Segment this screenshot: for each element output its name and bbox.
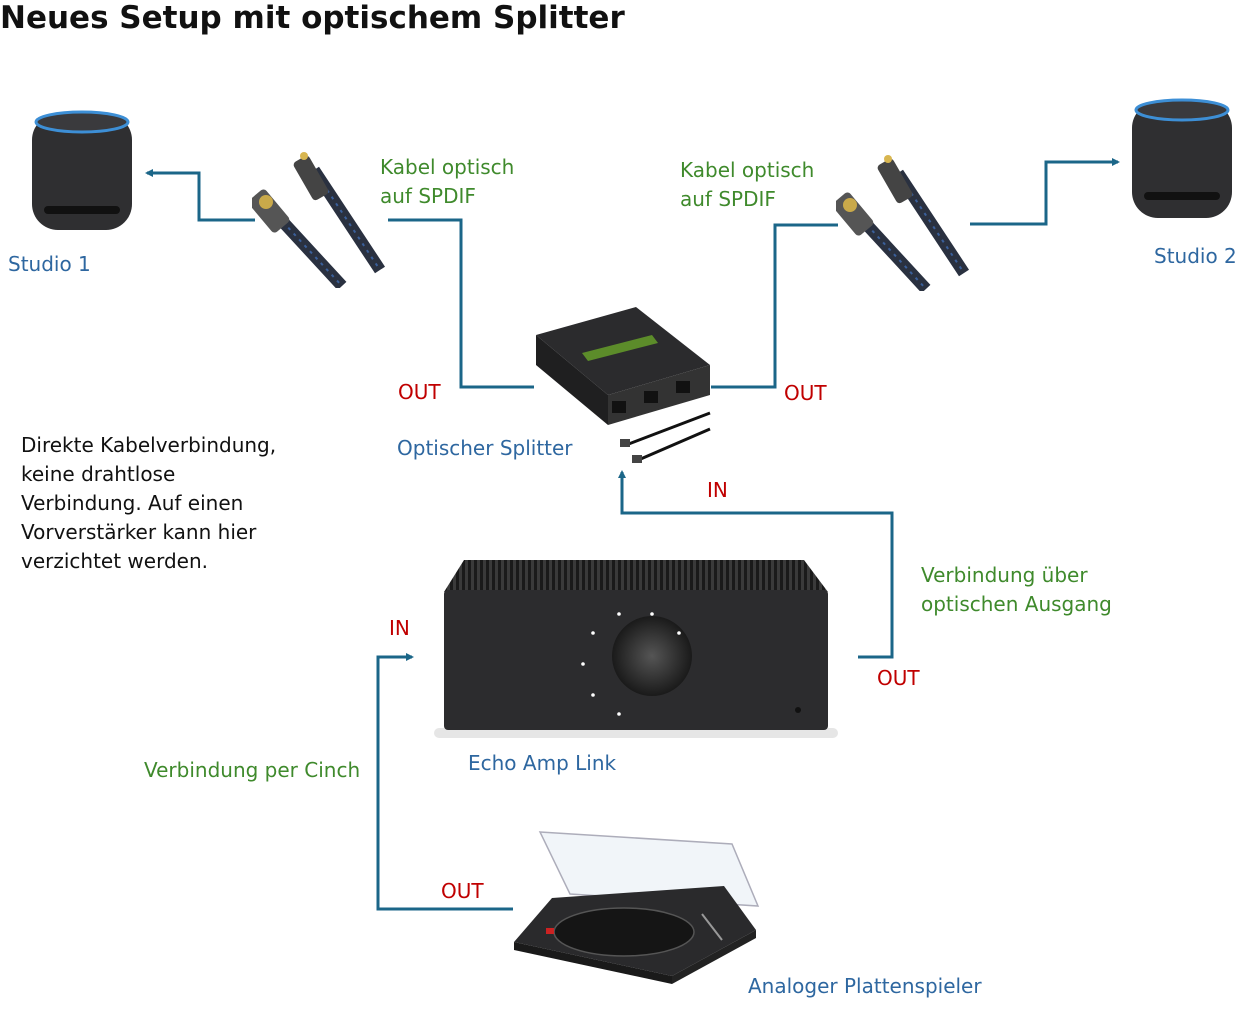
note-line: Vorverstärker kann hier <box>21 520 257 544</box>
line-turntable-to-amp <box>376 653 513 911</box>
optical-out-label: Verbindung über optischen Ausgang <box>921 561 1112 619</box>
line-splitter-to-right-cable <box>711 223 838 389</box>
line-splitter-to-left-cable <box>388 218 534 389</box>
splitter-label: Optischer Splitter <box>397 436 573 460</box>
label-line: auf SPDIF <box>380 184 476 208</box>
splitter-in-label: IN <box>707 478 728 502</box>
optical-splitter-icon <box>536 307 711 463</box>
page-title: Neues Setup mit optischem Splitter <box>0 0 625 36</box>
optical-cable-icon <box>836 155 970 291</box>
studio1-label: Studio 1 <box>8 252 91 276</box>
right-cable-label: Kabel optisch auf SPDIF <box>680 156 814 214</box>
splitter-out-left-label: OUT <box>398 380 441 404</box>
cinch-label: Verbindung per Cinch <box>144 758 361 782</box>
amp-label: Echo Amp Link <box>468 751 617 775</box>
amp-out-label: OUT <box>877 666 920 690</box>
optical-cable-icon <box>252 152 386 288</box>
echo-amp-link-icon <box>434 560 838 738</box>
left-cable-label: Kabel optisch auf SPDIF <box>380 153 514 211</box>
label-line: Verbindung über <box>921 563 1088 587</box>
note-line: Verbindung. Auf einen <box>21 491 244 515</box>
label-line: optischen Ausgang <box>921 592 1112 616</box>
studio2-label: Studio 2 <box>1154 244 1237 268</box>
echo-studio-speaker-icon <box>32 110 132 230</box>
note-line: Direkte Kabelverbindung, <box>21 433 277 457</box>
turntable-icon <box>514 831 760 984</box>
note-text: Direkte Kabelverbindung, keine drahtlose… <box>21 431 276 576</box>
label-line: Kabel optisch <box>680 158 815 182</box>
note-line: verzichtet werden. <box>21 549 209 573</box>
turntable-out-label: OUT <box>441 879 484 903</box>
line-cable-to-studio2 <box>970 158 1120 226</box>
note-line: keine drahtlose <box>21 462 176 486</box>
label-line: auf SPDIF <box>680 187 776 211</box>
label-line: Kabel optisch <box>380 155 515 179</box>
splitter-out-right-label: OUT <box>784 381 827 405</box>
amp-in-label: IN <box>389 616 410 640</box>
echo-studio-speaker-icon <box>1132 98 1232 218</box>
line-amp-to-splitter <box>618 470 894 659</box>
turntable-label: Analoger Plattenspieler <box>748 974 982 998</box>
line-cable-to-studio1 <box>145 169 255 222</box>
